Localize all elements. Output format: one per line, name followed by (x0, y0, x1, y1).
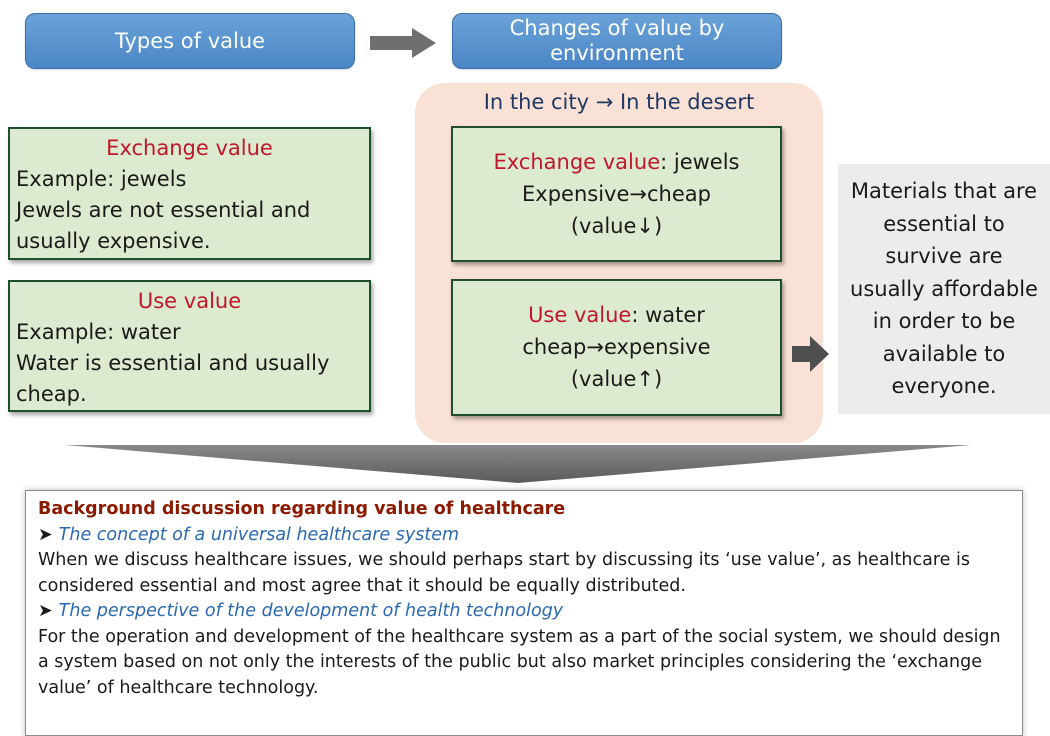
exchange-value-line: Jewels are not essential and (16, 198, 311, 222)
background-discussion-box: Background discussion regarding value of… (25, 490, 1023, 736)
conclusion-line: Materials that are (850, 179, 1038, 204)
section-heading: ➤The concept of a universal healthcare s… (38, 523, 1010, 549)
env-exchange-value-line: (value↓) (570, 214, 663, 238)
section-heading: ➤The perspective of the development of h… (38, 599, 1010, 625)
use-value-line: Example: water (16, 320, 181, 344)
env-use-value-title: Use value (528, 303, 632, 327)
conclusion-line: essential to (883, 211, 1005, 236)
use-value-line: Water is essential and usually (16, 351, 330, 375)
env-use-value-heading: Use value: water (453, 299, 780, 331)
background-title: Background discussion regarding value of… (38, 499, 566, 519)
env-exchange-value-title: Exchange value (493, 150, 661, 174)
env-exchange-value-suffix: : jewels (660, 150, 740, 174)
env-use-value-box: Use value: water cheap→expensive (value↑… (451, 279, 782, 416)
env-use-value-line: (value↑) (570, 367, 663, 391)
conclusion-line: available to (882, 341, 1006, 366)
use-value-title: Use value (137, 289, 242, 313)
types-of-value-label: Types of value (114, 28, 266, 53)
env-exchange-value-heading: Exchange value: jewels (453, 146, 780, 178)
conclusion-line: in order to be (872, 309, 1016, 334)
right-arrow-icon (370, 28, 436, 58)
use-value-box: Use value Example: water Water is essent… (8, 280, 371, 412)
types-of-value-header: Types of value (25, 13, 355, 69)
section-text: For the operation and development of the… (38, 626, 1001, 698)
env-exchange-value-line: Expensive→cheap (522, 182, 711, 206)
env-use-value-suffix: : water (631, 303, 705, 327)
down-funnel-arrow-icon (65, 445, 971, 483)
environment-caption: In the city → In the desert (483, 90, 755, 114)
arrow-bullet-icon: ➤ (38, 524, 53, 545)
arrow-bullet-icon: ➤ (38, 601, 53, 621)
exchange-value-title: Exchange value (106, 136, 273, 160)
exchange-value-box: Exchange value Example: jewels Jewels ar… (8, 127, 371, 260)
changes-of-value-label: Changes of value by environment (509, 16, 725, 65)
conclusion-line: survive are (885, 244, 1003, 269)
changes-of-value-header: Changes of value by environment (452, 13, 782, 69)
env-use-value-line: cheap→expensive (522, 335, 711, 359)
right-arrow-small-icon (792, 336, 829, 372)
exchange-value-line: Example: jewels (16, 167, 187, 191)
section-heading-text: The perspective of the development of he… (58, 601, 564, 621)
conclusion-line: usually affordable (850, 276, 1038, 301)
env-exchange-value-box: Exchange value: jewels Expensive→cheap (… (451, 126, 782, 262)
conclusion-box: Materials that are essential to survive … (838, 164, 1050, 414)
section-heading-text: The concept of a universal healthcare sy… (58, 524, 460, 545)
conclusion-line: everyone. (891, 374, 997, 399)
exchange-value-line: usually expensive. (16, 229, 211, 253)
section-text: When we discuss healthcare issues, we sh… (38, 550, 970, 596)
use-value-line: cheap. (16, 382, 87, 406)
